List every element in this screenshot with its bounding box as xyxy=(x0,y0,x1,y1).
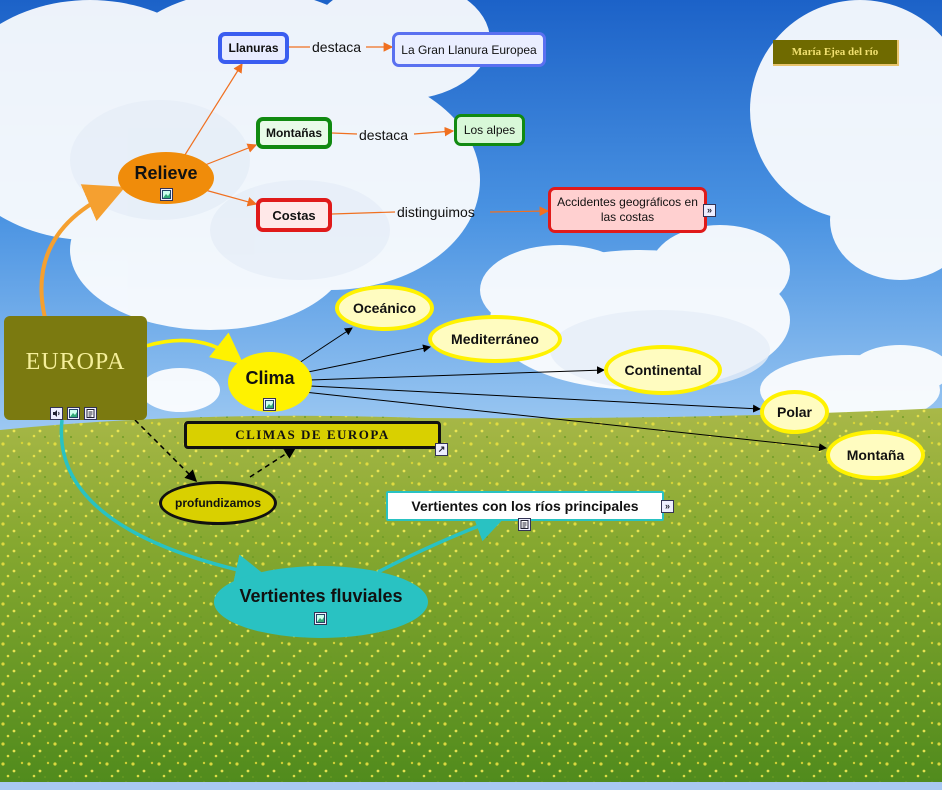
node-profundizamos[interactable]: profundizamos xyxy=(159,481,277,525)
image-icon[interactable] xyxy=(314,612,327,625)
image-icon[interactable] xyxy=(160,188,173,201)
node-los-alpes-label: Los alpes xyxy=(463,123,516,137)
author-name: María Ejea del río xyxy=(791,46,879,58)
phrase-destaca-montanas: destaca xyxy=(359,127,409,143)
node-clima[interactable]: Clima xyxy=(228,352,312,412)
external-link-icon[interactable]: ↗ xyxy=(435,443,448,456)
image-icon[interactable] xyxy=(67,407,80,420)
node-llanuras[interactable]: Llanuras xyxy=(218,32,289,64)
node-vertientes-rios-label: Vertientes con los ríos principales xyxy=(411,498,639,514)
node-clima-label: Clima xyxy=(245,367,295,388)
node-europa-label: EUROPA xyxy=(25,348,126,375)
node-gran-llanura-label: La Gran Llanura Europea xyxy=(401,42,537,57)
node-gran-llanura[interactable]: La Gran Llanura Europea xyxy=(392,32,546,67)
document-icon[interactable] xyxy=(84,407,97,420)
image-icon[interactable] xyxy=(263,398,276,411)
node-relieve-label: Relieve xyxy=(134,162,198,183)
node-oceanico[interactable]: Oceánico xyxy=(335,285,434,331)
phrase-destaca-llanuras: destaca xyxy=(312,39,362,55)
node-accidentes-label: Accidentes geográficos en las costas xyxy=(557,195,698,224)
node-continental-label: Continental xyxy=(624,362,702,378)
node-vertientes-rios[interactable]: Vertientes con los ríos principales xyxy=(386,491,664,521)
document-icon[interactable] xyxy=(518,518,531,531)
phrase-distinguimos: distinguimos xyxy=(397,204,475,220)
node-climas-de-europa[interactable]: CLIMAS DE EUROPA xyxy=(184,421,441,449)
node-los-alpes[interactable]: Los alpes xyxy=(454,114,525,146)
node-polar[interactable]: Polar xyxy=(760,390,829,434)
node-oceanico-label: Oceánico xyxy=(352,300,417,316)
node-montana[interactable]: Montaña xyxy=(826,430,925,480)
node-llanuras-label: Llanuras xyxy=(228,41,279,55)
node-continental[interactable]: Continental xyxy=(604,345,722,395)
node-vertientes-fluviales-label: Vertientes fluviales xyxy=(239,585,403,606)
node-profundizamos-label: profundizamos xyxy=(175,496,261,510)
node-costas[interactable]: Costas xyxy=(256,198,332,232)
node-polar-label: Polar xyxy=(776,404,812,420)
node-climas-de-europa-label: CLIMAS DE EUROPA xyxy=(235,427,390,442)
node-montanas-label: Montañas xyxy=(265,126,322,140)
node-mediterraneo[interactable]: Mediterráneo xyxy=(428,315,562,363)
node-montana-label: Montaña xyxy=(846,447,905,463)
node-vertientes-fluviales[interactable]: Vertientes fluviales xyxy=(214,566,428,638)
node-montanas[interactable]: Montañas xyxy=(256,117,332,149)
audio-icon[interactable] xyxy=(50,407,63,420)
node-accidentes[interactable]: Accidentes geográficos en las costas xyxy=(548,187,707,233)
expand-icon[interactable]: » xyxy=(703,204,716,217)
expand-icon[interactable]: » xyxy=(661,500,674,513)
node-europa[interactable]: EUROPA xyxy=(4,316,147,420)
node-mediterraneo-label: Mediterráneo xyxy=(451,331,539,347)
author-label: María Ejea del río xyxy=(773,40,899,66)
node-relieve[interactable]: Relieve xyxy=(118,152,214,204)
node-costas-label: Costas xyxy=(272,207,316,223)
